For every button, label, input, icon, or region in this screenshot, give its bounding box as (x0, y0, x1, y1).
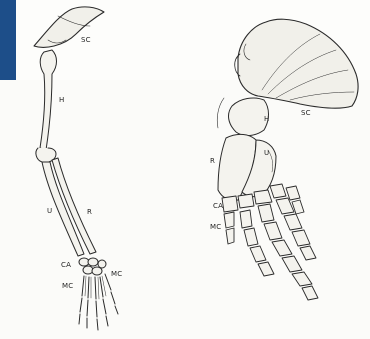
right-label-h: H (264, 116, 269, 123)
right-flipper-digits (224, 186, 318, 300)
left-label-ca: CA (61, 262, 71, 269)
left-label-r: R (87, 209, 92, 216)
right-humerus (229, 98, 269, 136)
right-label-ca: CA (213, 203, 223, 210)
left-label-h: H (59, 97, 64, 104)
left-scapula (34, 7, 104, 48)
left-humerus (40, 50, 57, 150)
right-limb-drawing (217, 19, 358, 300)
left-label-mc-left: MC (62, 283, 73, 290)
right-label-sc: SC (301, 110, 311, 117)
left-label-sc: SC (81, 37, 91, 44)
right-label-mc: MC (210, 224, 221, 231)
left-label-mc-right: MC (111, 271, 122, 278)
left-hand-digits (79, 274, 118, 330)
right-scapula (238, 19, 358, 108)
left-limb-drawing (34, 7, 118, 330)
right-label-u: U (264, 150, 269, 157)
right-label-r: R (210, 158, 215, 165)
left-label-u: U (47, 208, 52, 215)
left-carpals (79, 258, 106, 275)
